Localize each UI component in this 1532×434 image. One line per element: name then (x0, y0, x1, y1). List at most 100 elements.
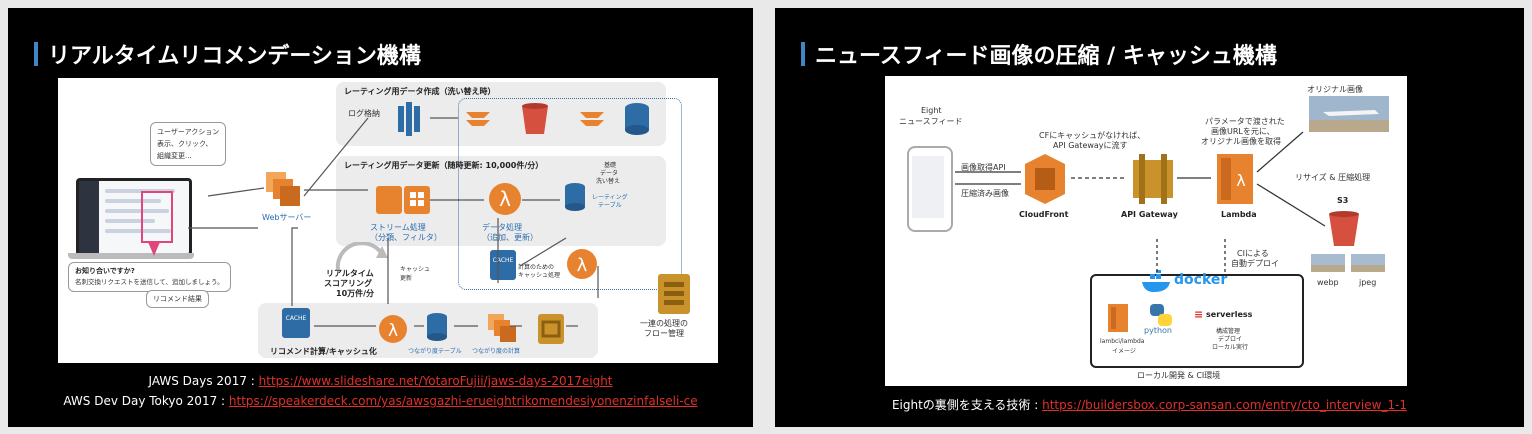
aws-devday-link[interactable]: https://speakerdeck.com/yas/awsgazhi-eru… (228, 394, 698, 408)
sqs-icon (538, 314, 564, 344)
python-icon (1150, 304, 1172, 326)
source-caption: Eightの裏側を支える技術 : https://buildersbox.cor… (775, 396, 1524, 413)
kinesis-streams-icon (376, 186, 430, 214)
s3-label: S3 (1337, 196, 1349, 205)
lambda-label: Lambda (1221, 210, 1257, 219)
jpeg-label: jpeg (1359, 278, 1377, 287)
api-gateway-icon (1133, 154, 1173, 204)
ci-label: 自動デプロイ (1231, 259, 1279, 268)
caption-prefix: JAWS Days 2017 : (148, 374, 259, 388)
title-text: ニュースフィード画像の圧縮 / キャッシュ機構 (815, 44, 1277, 69)
docker-label: docker (1174, 272, 1228, 288)
param-note: 画像URLを元に、 (1211, 127, 1275, 136)
python-label: python (1144, 326, 1172, 335)
architecture-diagram: レーティング用データ作成（洗い替え時） レーティング用データ更新（随時更新: 1… (58, 78, 718, 363)
caption-prefix: AWS Dev Day Tokyo 2017 : (63, 394, 229, 408)
param-note: オリジナル画像を取得 (1201, 137, 1281, 146)
slide-title: リアルタイムリコメンデーション機構 (34, 38, 421, 70)
svg-text:λ: λ (388, 321, 398, 341)
lambda-icon: λ (489, 183, 521, 215)
svg-text:λ: λ (1236, 171, 1245, 190)
realtime-header: レーティング用データ更新（随時更新: 10,000件/分） (344, 161, 544, 170)
calc-cache-label: 計算のための (518, 264, 555, 271)
data-pipeline-icon (580, 112, 604, 126)
highlight-callout-icon (141, 191, 173, 256)
notice-text: 名刺交換リクエストを送信して、追加しましょう。 (75, 278, 224, 286)
architecture-diagram: Eight ニュースフィード 画像取得API 圧縮済み画像 CFにキャッシュがな… (885, 76, 1407, 386)
user-action-line: 表示、クリック、 (157, 140, 213, 148)
batch-rating-box (336, 82, 666, 146)
elasticache-icon: CACHE (490, 250, 516, 280)
dynamodb-icon (427, 313, 447, 341)
serverless-label: serverless (1206, 310, 1253, 319)
compressed-label: 圧縮済み画像 (961, 189, 1009, 198)
jaws-days-link[interactable]: https://www.slideshare.net/YotaroFujii/j… (258, 374, 613, 388)
sls-feature: デプロイ (1218, 336, 1243, 343)
lambda-icon: λ (1217, 154, 1253, 204)
data-processing-sub: （追加、更新） (482, 233, 538, 242)
log-store-label: ログ格納 (348, 109, 380, 118)
lambci-label: lambci/lambda (1100, 338, 1145, 345)
notice-title: お知り合いですか? (75, 267, 135, 275)
base-data-label: 洗い替え (596, 178, 621, 185)
buildersbox-link[interactable]: https://buildersbox.corp-sansan.com/entr… (1042, 398, 1408, 412)
data-processing-label: データ処理 (482, 223, 522, 232)
cycle-arrow-icon (335, 242, 388, 271)
base-data-label: 基礎 (604, 162, 617, 169)
dynamodb-icon (565, 183, 585, 211)
s3-bucket-icon (522, 103, 548, 134)
rating-table-label: テーブル (598, 202, 622, 209)
cf-note: CFにキャッシュがなければ、 (1039, 131, 1146, 140)
eight-label: Eight (921, 106, 942, 115)
svg-text:CACHE: CACHE (493, 257, 514, 264)
local-dev-box: docker python ≡ serverless lambci/lambda… (1090, 270, 1304, 368)
web-server-label: Webサーバー (262, 213, 312, 222)
slide-left: リアルタイムリコメンデーション機構 レーティング用データ作成（洗い替え時） レー… (8, 8, 753, 427)
user-action-line: 組織変更... (157, 152, 192, 160)
s3-bucket-icon (1329, 211, 1359, 246)
stream-processing-sub: （分類、フィルタ） (370, 233, 442, 242)
ec2-instances-icon (266, 172, 300, 206)
kinesis-icon (398, 102, 420, 136)
calc-cache-label: キャッシュ処理 (518, 272, 561, 279)
title-accent-bar (34, 42, 38, 66)
recommend-calc-label: リコメンド計算/キャッシュ化 (270, 347, 377, 356)
cloudfront-icon (1025, 154, 1065, 204)
sls-feature: ローカル実行 (1212, 344, 1249, 351)
monitor-base (68, 253, 194, 259)
title-text: リアルタイムリコメンデーション機構 (48, 44, 421, 69)
request-label: 画像取得API (961, 163, 1006, 172)
flow-managed-area (458, 98, 682, 290)
user-action-callout: ユーザーアクション 表示、クリック、 組織変更... (150, 122, 227, 166)
lambci-label: イメージ (1112, 348, 1136, 355)
svg-text:λ: λ (577, 255, 588, 276)
webp-label: webp (1317, 278, 1339, 287)
slide-title: ニュースフィード画像の圧縮 / キャッシュ機構 (801, 38, 1277, 70)
newsfeed-label: ニュースフィード (899, 117, 963, 126)
param-note: パラメータで渡された (1205, 117, 1285, 126)
elasticache-icon: CACHE (282, 308, 310, 338)
source-caption-1: JAWS Days 2017 : https://www.slideshare.… (8, 374, 753, 388)
lambda-icon: λ (379, 315, 407, 343)
jpeg-thumbnail (1351, 254, 1385, 272)
airplane-photo (1309, 96, 1389, 132)
realtime-label: 10万件/分 (336, 289, 375, 298)
connection-table-label: つながり度テーブル (408, 348, 462, 355)
flow-arrows (188, 117, 599, 327)
recommend-result-label: リコメンド結果 (146, 290, 209, 308)
ec2-instances-icon (488, 314, 516, 342)
rating-table-label: レーティング (592, 194, 628, 201)
lambda-icon (1108, 304, 1128, 332)
local-dev-label: ローカル開発 & CI環境 (1137, 371, 1221, 380)
realtime-label: スコアリング (324, 279, 372, 288)
flow-arrows (955, 131, 1326, 272)
cloudfront-label: CloudFront (1019, 210, 1069, 219)
cache-update-label: キャッシュ 更新 (400, 266, 431, 282)
stream-processing-label: ストリーム処理 (370, 223, 426, 232)
phone-mockup (907, 146, 953, 232)
realtime-label: リアルタイム (326, 269, 374, 278)
api-gateway-label: API Gateway (1121, 210, 1178, 219)
docker-whale-icon (1142, 270, 1170, 292)
original-image-label: オリジナル画像 (1307, 85, 1363, 94)
cf-note: API Gatewayに流す (1053, 141, 1128, 150)
